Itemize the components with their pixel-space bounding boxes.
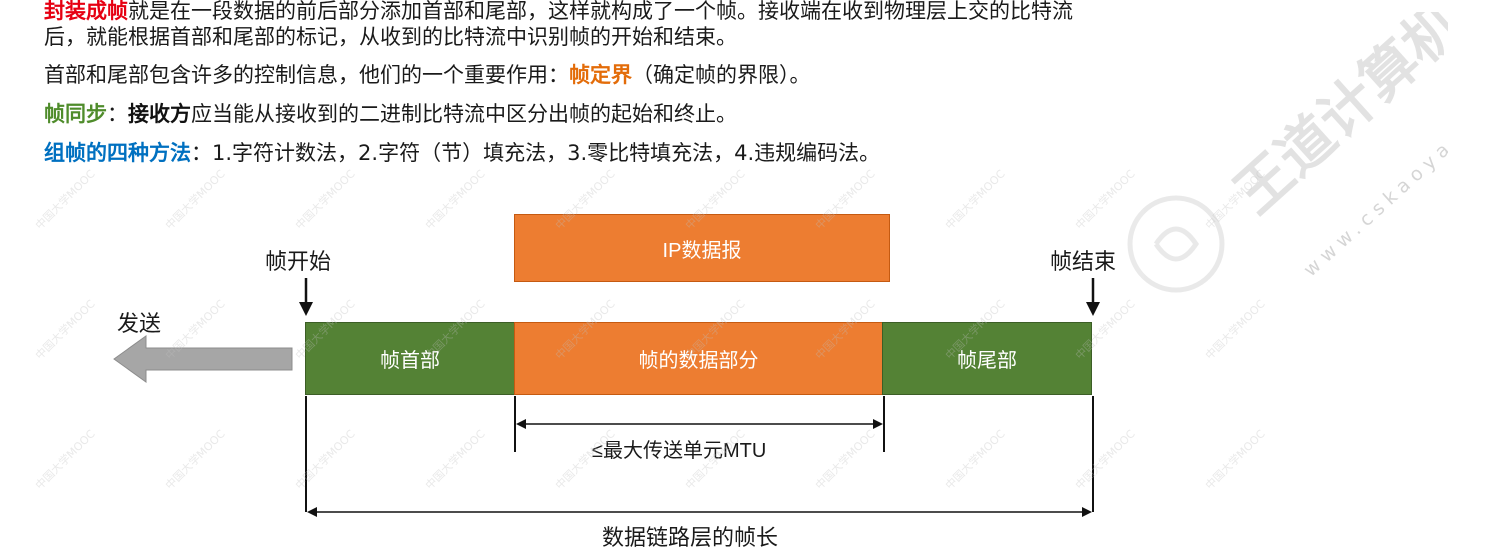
method-4: 4.违规编码法。 <box>734 141 881 165</box>
frame-data-box: 帧的数据部分 <box>514 322 883 395</box>
send-label: 发送 <box>117 312 162 337</box>
text-line-2: 后，就能根据首部和尾部的标记，从收到的比特流中识别帧的开始和结束。 <box>44 25 737 49</box>
text-line-4-colon: ： <box>107 102 128 126</box>
text-line-5-colon: ： <box>191 141 212 165</box>
term-encapsulation: 封装成帧 <box>44 0 128 23</box>
text-line-3: 首部和尾部包含许多的控制信息，他们的一个重要作用：帧定界（确定帧的界限）。 <box>44 62 811 88</box>
logo-watermark: 王道计算机考研 www.cskaoyan.com <box>1127 12 1448 293</box>
ip-datagram-label: IP数据报 <box>662 239 742 262</box>
logo-emblem-icon <box>1127 195 1225 293</box>
term-frame-delimit: 帧定界 <box>569 63 632 87</box>
frame-length-label: 数据链路层的帧长 <box>602 525 779 550</box>
frame-trailer-box: 帧尾部 <box>882 322 1092 395</box>
text-line-5: 组帧的四种方法：1.字符计数法，2.字符（节）填充法，3.零比特填充法，4.违规… <box>44 140 880 166</box>
term-frame-sync: 帧同步 <box>44 102 107 126</box>
term-four-methods: 组帧的四种方法 <box>44 141 191 165</box>
ip-datagram-box: IP数据报 <box>514 214 890 282</box>
method-2: 2.字符（节）填充法， <box>358 141 568 165</box>
method-1: 1.字符计数法， <box>212 141 359 165</box>
method-3: 3.零比特填充法， <box>567 141 735 165</box>
frame-start-label: 帧开始 <box>265 250 332 275</box>
text-line-3-before: 首部和尾部包含许多的控制信息，他们的一个重要作用： <box>44 63 569 87</box>
term-receiver: 接收方 <box>128 102 191 126</box>
text-line-4-rest: 应当能从接收到的二进制比特流中区分出帧的起始和终止。 <box>191 102 737 126</box>
frame-header-box: 帧首部 <box>305 322 515 395</box>
mtu-label: ≤最大传送单元MTU <box>592 440 767 462</box>
text-line-1-rest: 就是在一段数据的前后部分添加首部和尾部，这样就构成了一个帧。接收端在收到物理层上… <box>128 0 1073 23</box>
text-line-3-after: （确定帧的界限）。 <box>632 63 811 87</box>
frame-header-label: 帧首部 <box>380 350 440 372</box>
frame-data-label: 帧的数据部分 <box>638 350 759 372</box>
frame-trailer-label: 帧尾部 <box>957 350 1017 372</box>
text-line-4: 帧同步：接收方应当能从接收到的二进制比特流中区分出帧的起始和终止。 <box>44 101 737 127</box>
frame-end-label: 帧结束 <box>1050 250 1117 275</box>
send-arrow-icon <box>113 335 293 383</box>
text-line-1: 封装成帧就是在一段数据的前后部分添加首部和尾部，这样就构成了一个帧。接收端在收到… <box>44 0 1073 24</box>
